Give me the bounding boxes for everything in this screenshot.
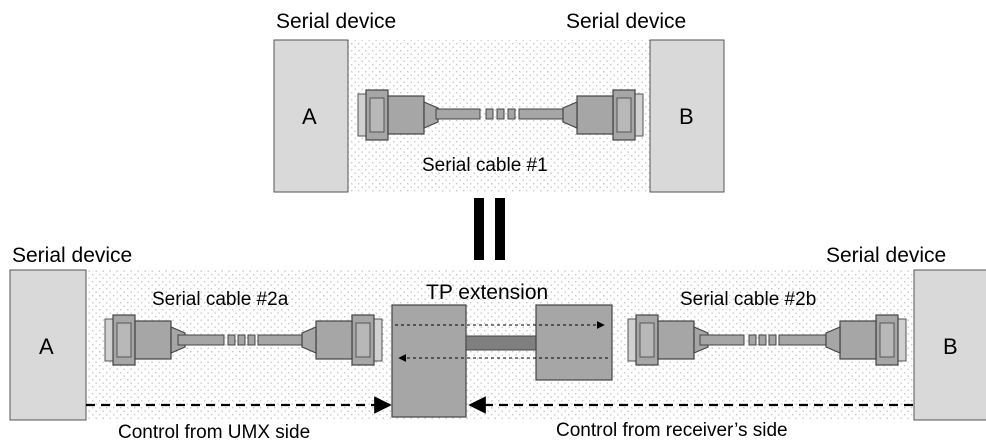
tp-extension <box>391 304 613 418</box>
bottom-device-a-label: A <box>39 334 54 359</box>
top-left-device-title: Serial device <box>276 10 397 33</box>
control-receiver-label: Control from receiver’s side <box>556 420 788 441</box>
top-serial-cable <box>358 89 644 141</box>
top-cable-label: Serial cable #1 <box>422 155 548 176</box>
bottom-device-a-box <box>9 269 87 421</box>
bottom-device-b-box <box>913 269 986 421</box>
bottom-left-device-title: Serial device <box>12 244 133 267</box>
top-device-a-box <box>273 39 349 193</box>
tp-extension-label: TP extension <box>426 281 549 304</box>
control-umx-label: Control from UMX side <box>118 422 311 443</box>
top-device-a-label: A <box>302 104 317 129</box>
bottom-device-b-label: B <box>943 334 958 359</box>
bottom-right-device-title: Serial device <box>826 244 947 267</box>
equals-sign <box>474 198 505 260</box>
top-device-b-box <box>649 39 725 193</box>
bottom-cable-2b-label: Serial cable #2b <box>680 289 817 310</box>
bottom-serial-cable-2a <box>105 314 383 366</box>
top-right-device-title: Serial device <box>566 10 687 33</box>
top-device-b-label: B <box>679 104 694 129</box>
bottom-cable-2a-label: Serial cable #2a <box>152 289 289 310</box>
bottom-serial-cable-2b <box>628 314 907 366</box>
